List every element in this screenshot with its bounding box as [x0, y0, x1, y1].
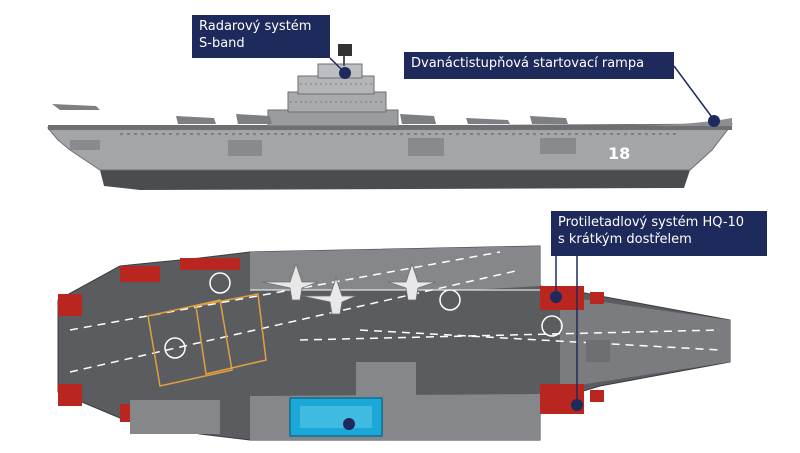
- launcher-cells: [586, 340, 610, 362]
- hq10-marker: [571, 399, 583, 411]
- takeoff-line: [299, 329, 721, 341]
- aircraft-icon: [176, 116, 216, 124]
- sponson: [120, 266, 160, 282]
- aircraft-icon: [466, 118, 510, 124]
- helipad-circle: [439, 289, 461, 311]
- helipad-circle: [541, 315, 563, 337]
- flight-deck-edge: [48, 125, 732, 130]
- bow-deck: [560, 296, 730, 388]
- helipad-circle: [209, 272, 231, 294]
- helicopter-parking: [356, 362, 416, 398]
- aircraft-icon: [236, 114, 272, 124]
- deck-aircraft-top: [261, 262, 437, 315]
- radar-antenna: [338, 44, 352, 56]
- ramp-leader-line: [673, 65, 715, 121]
- aircraft-icon: [261, 262, 319, 301]
- landing-line: [69, 269, 521, 373]
- radar-label-line2: S-band: [199, 36, 245, 51]
- hq10-callout: Protiletadlový systém HQ-10 s krátkým do…: [551, 211, 767, 256]
- aircraft-icon: [400, 114, 436, 124]
- ramp-marker: [708, 115, 720, 127]
- helipads: [164, 272, 563, 359]
- sponson: [590, 292, 604, 304]
- landing-line: [69, 251, 501, 331]
- hq10-label-line2: s krátkým dostřelem: [558, 232, 692, 247]
- side-hangar-door: [228, 140, 262, 156]
- deck-aircraft-side: [52, 104, 568, 124]
- helicopter-parking: [130, 400, 220, 434]
- radar-marker: [339, 67, 351, 79]
- missile-launcher-grid: [586, 340, 610, 362]
- radar-label-line1: Radarový systém: [199, 19, 312, 34]
- ramp-label: Dvanáctistupňová startovací rampa: [411, 56, 645, 71]
- side-hangar-door: [70, 140, 100, 150]
- helicopters: [130, 362, 416, 434]
- hq10-marker: [550, 291, 562, 303]
- hull-number: 18: [608, 144, 630, 163]
- sponson: [590, 390, 604, 402]
- lower-hull: [100, 170, 690, 190]
- elevator-outline: [195, 293, 267, 375]
- side-hangar-door: [408, 138, 444, 156]
- aircraft-icon: [530, 116, 568, 124]
- side-view: 18: [46, 44, 734, 190]
- hq10-label-line1: Protiletadlový systém HQ-10: [558, 215, 745, 230]
- aircraft-icon: [52, 104, 100, 110]
- aircraft-icon: [387, 262, 437, 301]
- takeoff-line: [359, 329, 721, 351]
- sponson: [180, 258, 240, 270]
- elevators: [147, 293, 267, 387]
- landing-lines: [69, 251, 721, 373]
- top-view: [57, 245, 731, 441]
- side-hangar-door: [540, 138, 576, 154]
- aircraft-icon: [301, 276, 357, 315]
- sponson: [58, 294, 82, 316]
- radar-callout: Radarový systém S-band: [192, 15, 330, 58]
- deck-area-light: [250, 246, 540, 290]
- ramp-callout: Dvanáctistupňová startovací rampa: [404, 52, 674, 79]
- island-top-detail: [300, 406, 372, 428]
- island-marker: [343, 418, 355, 430]
- sponson: [58, 384, 82, 406]
- helipad-circle: [164, 337, 186, 359]
